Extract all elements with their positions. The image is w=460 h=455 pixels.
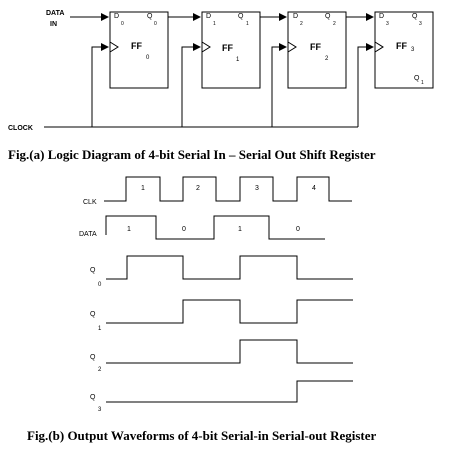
q0-waveform bbox=[106, 255, 353, 280]
flipflop-ff2-box bbox=[287, 11, 347, 89]
ff2-q-label: Q bbox=[325, 13, 331, 20]
ff3-name-sub: 3 bbox=[411, 47, 415, 53]
clock-label: CLOCK bbox=[8, 125, 33, 132]
q1-output-sub: 1 bbox=[421, 80, 424, 86]
ff1-q-label: Q bbox=[238, 13, 244, 20]
flipflop-ff0-box bbox=[109, 11, 169, 89]
ff1-d-sub: 1 bbox=[213, 21, 216, 27]
clock-edge-ff1 bbox=[201, 41, 211, 53]
data-waveform bbox=[105, 215, 325, 240]
q1-sub: 1 bbox=[98, 326, 102, 332]
ff0-d-label: D bbox=[114, 13, 119, 20]
logic-labels: DATA IN CLOCK D 0 Q 0 FF 0 D 1 Q 1 FF 1 … bbox=[8, 10, 424, 132]
ff0-name: FF bbox=[131, 41, 142, 51]
waveform-labels: CLK DATA 1 2 3 4 1 0 1 0 Q 0 Q 1 Q 2 Q 3 bbox=[79, 185, 316, 413]
ff1-name-sub: 1 bbox=[236, 57, 240, 63]
clock-edge-ff0 bbox=[109, 41, 119, 53]
figure-b-caption: Fig.(b) Output Waveforms of 4-bit Serial… bbox=[27, 428, 377, 443]
logic-diagram bbox=[44, 11, 434, 128]
flipflop-ff3-box bbox=[374, 11, 434, 89]
clk-label: CLK bbox=[83, 199, 97, 206]
clock-tap-ff0 bbox=[91, 43, 109, 127]
ff3-q-sub: 3 bbox=[419, 21, 422, 27]
ff2-d-label: D bbox=[293, 13, 298, 20]
clock-pulse-number-3: 3 bbox=[255, 185, 259, 192]
ff0-name-sub: 0 bbox=[146, 55, 150, 61]
data-bit-4: 0 bbox=[296, 226, 300, 233]
clk-waveform bbox=[104, 176, 352, 202]
ff3-q-label: Q bbox=[412, 13, 418, 20]
ff1-q-sub: 1 bbox=[246, 21, 249, 27]
ff0-d-sub: 0 bbox=[121, 21, 124, 27]
data-label: DATA bbox=[79, 231, 97, 238]
clock-pulse-number-4: 4 bbox=[312, 185, 316, 192]
data-bit-3: 1 bbox=[238, 226, 242, 233]
data-bit-1: 1 bbox=[127, 226, 131, 233]
ff2-d-sub: 2 bbox=[300, 21, 303, 27]
q2-label: Q bbox=[90, 354, 96, 361]
q1-output-label: Q bbox=[414, 75, 420, 82]
ff3-d-sub: 3 bbox=[386, 21, 389, 27]
q2-waveform bbox=[106, 339, 353, 364]
clock-edge-ff3 bbox=[374, 41, 384, 53]
q2-sub: 2 bbox=[98, 367, 102, 373]
ff2-name-sub: 2 bbox=[325, 56, 329, 62]
ff0-q-sub: 0 bbox=[154, 21, 157, 27]
data-bit-2: 0 bbox=[182, 226, 186, 233]
q1-label: Q bbox=[90, 311, 96, 318]
clock-pulse-number-2: 2 bbox=[196, 185, 200, 192]
figure-a-caption: Fig.(a) Logic Diagram of 4-bit Serial In… bbox=[8, 147, 376, 162]
clock-tap-ff1 bbox=[181, 43, 201, 127]
clock-tap-ff2 bbox=[271, 43, 287, 127]
flipflop-ff1-box bbox=[201, 11, 261, 89]
ff2-name: FF bbox=[310, 42, 321, 52]
q0-label: Q bbox=[90, 267, 96, 274]
q3-waveform bbox=[106, 380, 353, 403]
q3-sub: 3 bbox=[98, 407, 102, 413]
q0-sub: 0 bbox=[98, 282, 102, 288]
ff1-d-label: D bbox=[206, 13, 211, 20]
ff1-name: FF bbox=[222, 43, 233, 53]
data-in-label: DATA bbox=[46, 10, 64, 17]
waveforms bbox=[104, 176, 353, 403]
ff0-q-label: Q bbox=[147, 13, 153, 20]
ff3-d-label: D bbox=[379, 13, 384, 20]
clock-tap-ff3 bbox=[357, 43, 374, 127]
q1-waveform bbox=[106, 299, 353, 324]
ff2-q-sub: 2 bbox=[333, 21, 336, 27]
q3-label: Q bbox=[90, 394, 96, 401]
clock-pulse-number-1: 1 bbox=[141, 185, 145, 192]
data-in-label-2: IN bbox=[50, 21, 57, 28]
ff3-name: FF bbox=[396, 41, 407, 51]
clock-edge-ff2 bbox=[287, 41, 297, 53]
